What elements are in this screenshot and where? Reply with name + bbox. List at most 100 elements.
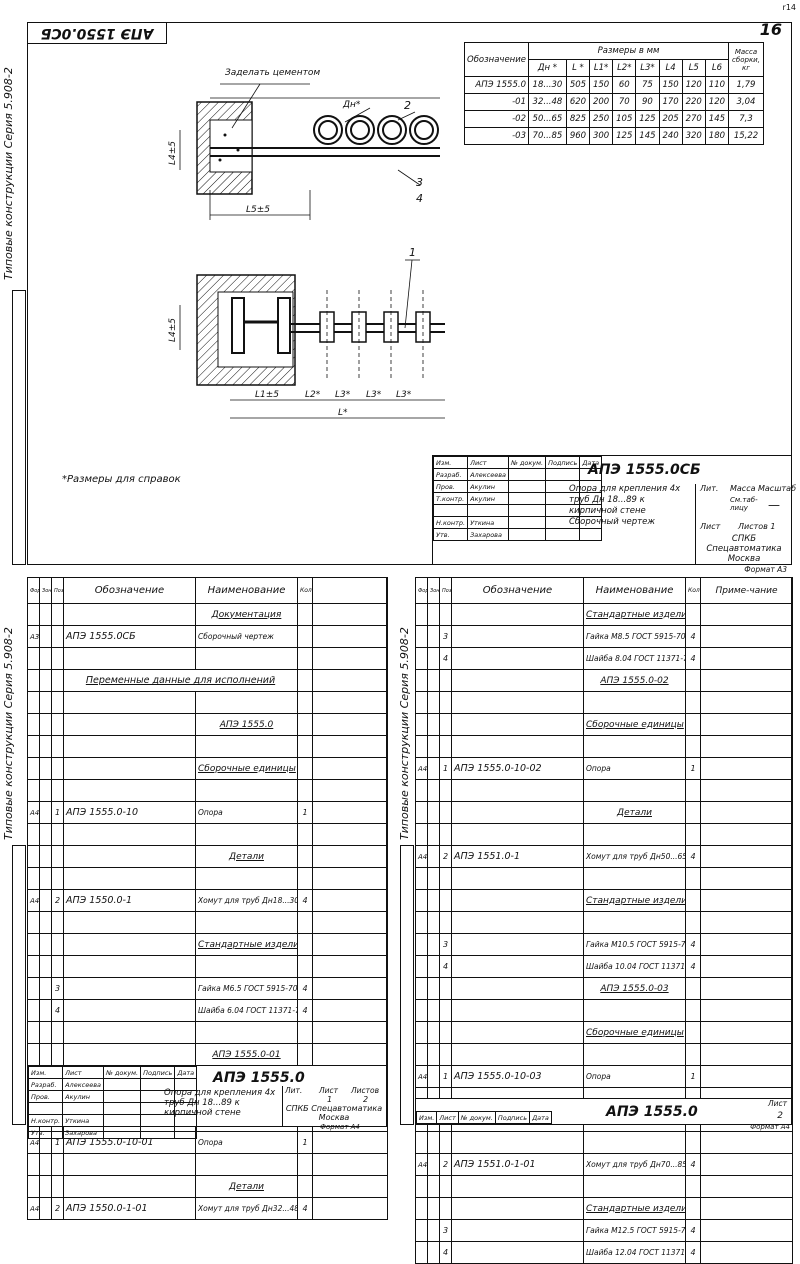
spec-format bbox=[27, 713, 40, 736]
spec-pos bbox=[51, 1021, 64, 1044]
spec-note bbox=[312, 1043, 388, 1066]
spec-designation bbox=[451, 625, 584, 648]
dim-cell: 300 bbox=[589, 127, 614, 145]
signature-cell bbox=[103, 1078, 142, 1091]
spec-left-h-zone: Зона bbox=[39, 577, 52, 604]
spec-pos bbox=[51, 603, 64, 626]
spec-format bbox=[27, 757, 40, 780]
spec-designation bbox=[451, 911, 584, 934]
spec-format bbox=[27, 647, 40, 670]
spec-designation: АПЭ 1555.0-10-03 bbox=[451, 1065, 584, 1088]
spec-row bbox=[27, 911, 388, 934]
spec-qty bbox=[685, 801, 701, 824]
spec-pos bbox=[439, 1043, 452, 1066]
spec-note bbox=[700, 889, 793, 912]
dim-cell: 180 bbox=[704, 127, 730, 145]
signature-cell: Акулин bbox=[467, 492, 510, 505]
spec-qty bbox=[685, 1021, 701, 1044]
spec-designation: АПЭ 1555.0СБ bbox=[63, 625, 196, 648]
spec-format bbox=[415, 801, 428, 824]
title-right-sheet: Лист bbox=[767, 1099, 787, 1108]
spec-format bbox=[415, 1043, 428, 1066]
spec-pos: 4 bbox=[51, 999, 64, 1022]
spec-format bbox=[415, 823, 428, 846]
spec-row: Стандартные изделия bbox=[415, 603, 793, 626]
spec-pos bbox=[51, 1175, 64, 1198]
spec-name: Стандартные изделия bbox=[583, 603, 686, 626]
spec-row bbox=[415, 1131, 793, 1154]
spec-designation bbox=[451, 999, 584, 1022]
side-series-top: Типовые конструкции Серия 5.908-2 bbox=[2, 67, 15, 280]
spec-name: Детали bbox=[195, 1175, 298, 1198]
dim-cell: 170 bbox=[658, 93, 683, 111]
spec-format bbox=[27, 669, 40, 692]
spec-format bbox=[415, 867, 428, 890]
spec-qty bbox=[297, 735, 313, 758]
spec-zone bbox=[427, 779, 440, 802]
spec-note bbox=[700, 867, 793, 890]
dim-cell: 3,04 bbox=[728, 93, 764, 111]
spec-pos bbox=[439, 1197, 452, 1220]
spec-qty bbox=[297, 933, 313, 956]
spec-note bbox=[700, 823, 793, 846]
spec-row: Детали bbox=[27, 1175, 388, 1198]
spec-designation bbox=[63, 955, 196, 978]
spec-designation bbox=[451, 669, 584, 692]
spec-name bbox=[195, 1153, 298, 1176]
spec-note bbox=[312, 933, 388, 956]
title-top-scale: Масштаб bbox=[758, 484, 797, 493]
signature-cell: Акулин bbox=[467, 480, 510, 493]
spec-qty: 4 bbox=[685, 1153, 701, 1176]
title-top-lit: Лит. bbox=[700, 484, 719, 493]
signature-row: Утв.Захарова bbox=[27, 1126, 198, 1139]
signature-cell bbox=[103, 1114, 142, 1127]
spec-note bbox=[312, 867, 388, 890]
dim-cell: 320 bbox=[681, 127, 706, 145]
signature-row: Т.контр.Акулин bbox=[432, 492, 603, 505]
spec-note bbox=[700, 691, 793, 714]
spec-designation bbox=[63, 735, 196, 758]
spec-designation bbox=[63, 647, 196, 670]
spec-name: Сборочные единицы bbox=[583, 713, 686, 736]
mirrored-stamp: АПЭ 1550.0СБ bbox=[27, 22, 167, 44]
spec-pos bbox=[439, 977, 452, 1000]
spec-zone bbox=[427, 625, 440, 648]
side-stamp-column-right bbox=[400, 845, 414, 1125]
spec-name bbox=[583, 1131, 686, 1154]
spec-format bbox=[415, 625, 428, 648]
spec-format bbox=[27, 779, 40, 802]
spec-note bbox=[700, 1131, 793, 1154]
spec-designation bbox=[63, 1153, 196, 1176]
spec-pos bbox=[439, 911, 452, 934]
spec-row bbox=[27, 955, 388, 978]
spec-row bbox=[27, 867, 388, 890]
signature-cell bbox=[140, 1126, 176, 1139]
signature-cell bbox=[508, 492, 547, 505]
spec-zone bbox=[427, 977, 440, 1000]
spec-note bbox=[312, 911, 388, 934]
spec-qty: 1 bbox=[297, 801, 313, 824]
spec-name: АПЭ 1555.0-02 bbox=[583, 669, 686, 692]
spec-name: Шайба 8.04 ГОСТ 11371-78 bbox=[583, 647, 686, 670]
spec-pos bbox=[439, 999, 452, 1022]
spec-row bbox=[415, 911, 793, 934]
signature-cell bbox=[174, 1126, 198, 1139]
spec-name: Гайка М10.5 ГОСТ 5915-70 bbox=[583, 933, 686, 956]
spec-note bbox=[312, 779, 388, 802]
spec-note bbox=[312, 691, 388, 714]
spec-name: Гайка М8.5 ГОСТ 5915-70 bbox=[583, 625, 686, 648]
spec-left-h-qty: Кол. bbox=[297, 577, 313, 604]
signature-cell: Алексеева bbox=[62, 1078, 105, 1091]
spec-row: Стандартные изделия bbox=[415, 889, 793, 912]
signature-cell bbox=[579, 528, 603, 541]
spec-name bbox=[195, 1021, 298, 1044]
spec-qty bbox=[297, 757, 313, 780]
spec-name: Стандартные изделия bbox=[583, 889, 686, 912]
dim-cell: -02 bbox=[464, 110, 529, 128]
